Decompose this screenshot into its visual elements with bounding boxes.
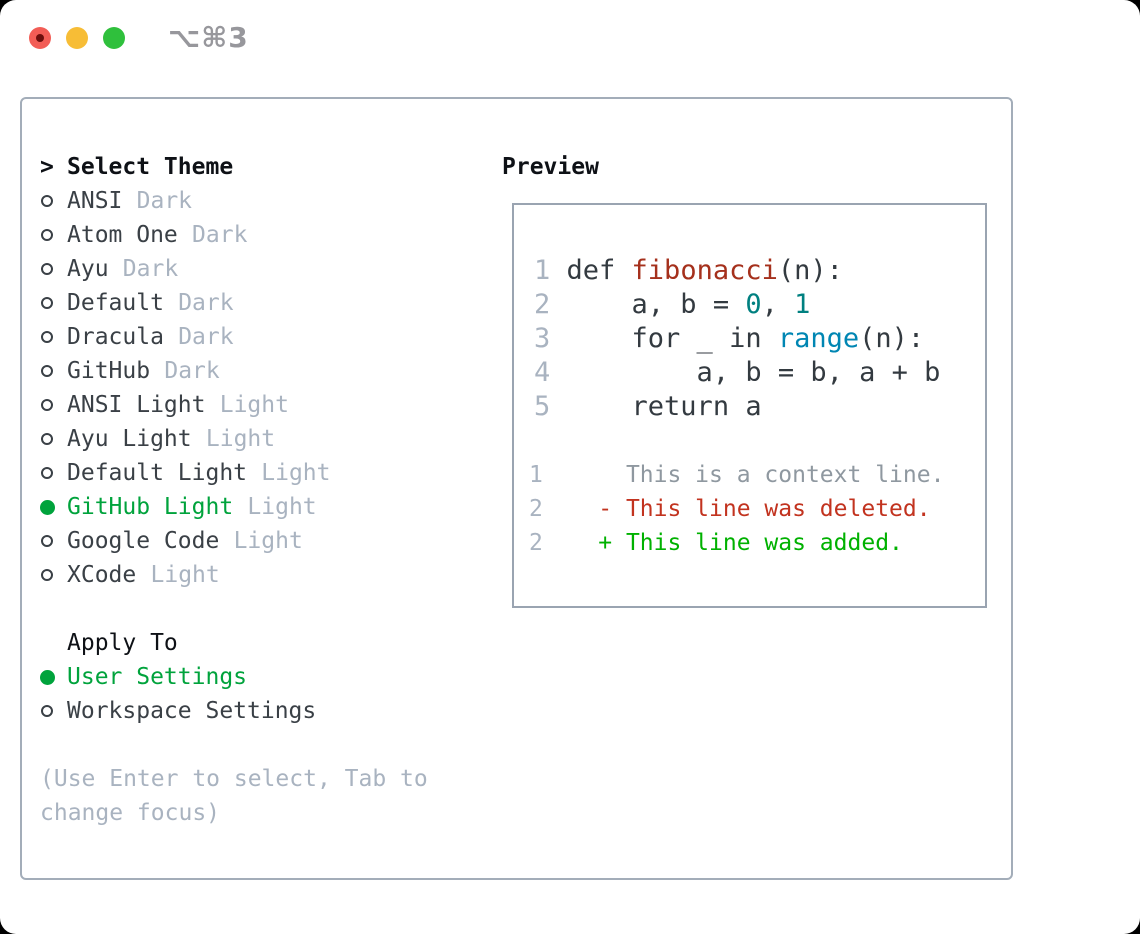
keyboard-hint-line2: change focus)	[40, 800, 221, 826]
code-line-1: 1 def fibonacci(n):	[534, 255, 843, 286]
close-button[interactable]	[29, 27, 51, 49]
line-number: 3	[534, 323, 567, 354]
preview-title: Preview	[502, 154, 599, 180]
radio-icon	[41, 535, 53, 547]
line-number: 1	[529, 462, 543, 488]
radio-icon	[41, 467, 53, 479]
line-number: 4	[534, 357, 567, 388]
radio-icon	[41, 433, 53, 445]
minimize-button[interactable]	[66, 27, 88, 49]
spacer	[40, 592, 428, 626]
close-dot-icon	[36, 34, 44, 42]
radio-icon	[41, 365, 53, 377]
theme-variant: Dark	[178, 290, 234, 316]
line-number: 2	[534, 289, 567, 320]
theme-variant: Dark	[178, 324, 234, 350]
radio-selected-icon	[40, 669, 55, 685]
theme-variant: Dark	[122, 256, 179, 282]
theme-variant: Light	[150, 562, 220, 588]
code-line-5: 5 return a	[534, 391, 762, 422]
radio-icon	[41, 297, 53, 309]
prompt-caret-icon: >	[40, 154, 54, 180]
diff-context-line: 1 This is a context line.	[529, 462, 945, 488]
radio-icon	[41, 263, 53, 275]
apply-to-heading: Apply To	[40, 626, 428, 660]
code-line-3: 3 for _ in range(n):	[534, 323, 925, 354]
radio-icon	[41, 569, 53, 581]
radio-icon	[41, 705, 53, 717]
line-number: 5	[534, 391, 567, 422]
select-theme-title: Select Theme	[67, 154, 234, 180]
window-shortcut-label: ⌥⌘3	[168, 21, 249, 54]
code-preview: 1 def fibonacci(n): 2 a, b = 0, 1 3 for …	[534, 254, 940, 424]
theme-variant: Light	[205, 426, 276, 452]
apply-to-title: Apply To	[67, 630, 178, 656]
diff-preview: 1 This is a context line. 2 - This line …	[529, 458, 944, 560]
theme-variant: Light	[233, 528, 303, 554]
code-line-4: 4 a, b = b, a + b	[534, 357, 941, 388]
apply-option-workspace-settings[interactable]: Workspace Settings	[40, 694, 428, 728]
diff-deleted-line: 2 - This line was deleted.	[529, 496, 931, 522]
diff-added-line: 2 + This line was added.	[529, 530, 903, 556]
theme-variant: Light	[247, 494, 317, 520]
theme-variant: Dark	[136, 188, 193, 214]
theme-variant: Light	[219, 392, 289, 418]
radio-icon	[41, 331, 53, 343]
theme-variant: Light	[261, 460, 331, 486]
maximize-button[interactable]	[103, 27, 125, 49]
spacer	[40, 728, 428, 762]
titlebar: ⌥⌘3	[0, 0, 1140, 75]
number-literal: 0	[745, 289, 762, 320]
line-number: 2	[529, 496, 543, 522]
number-literal: 1	[794, 289, 811, 320]
code-line-2: 2 a, b = 0, 1	[534, 289, 811, 320]
line-number: 2	[529, 530, 543, 556]
radio-selected-icon	[40, 499, 55, 515]
builtin-name: range	[777, 323, 860, 354]
select-theme-heading: > Select Theme	[40, 150, 428, 184]
radio-icon	[41, 195, 53, 207]
theme-variant: Dark	[192, 222, 248, 248]
line-number: 1	[534, 255, 567, 286]
keyboard-hint-line1: (Use Enter to select, Tab to	[40, 766, 428, 792]
apply-option-user-settings[interactable]: User Settings	[40, 660, 428, 694]
theme-variant: Dark	[164, 358, 220, 384]
radio-icon	[41, 229, 53, 241]
radio-icon	[41, 399, 53, 411]
function-name: fibonacci	[631, 255, 778, 286]
preview-box: 1 def fibonacci(n): 2 a, b = 0, 1 3 for …	[512, 203, 987, 608]
